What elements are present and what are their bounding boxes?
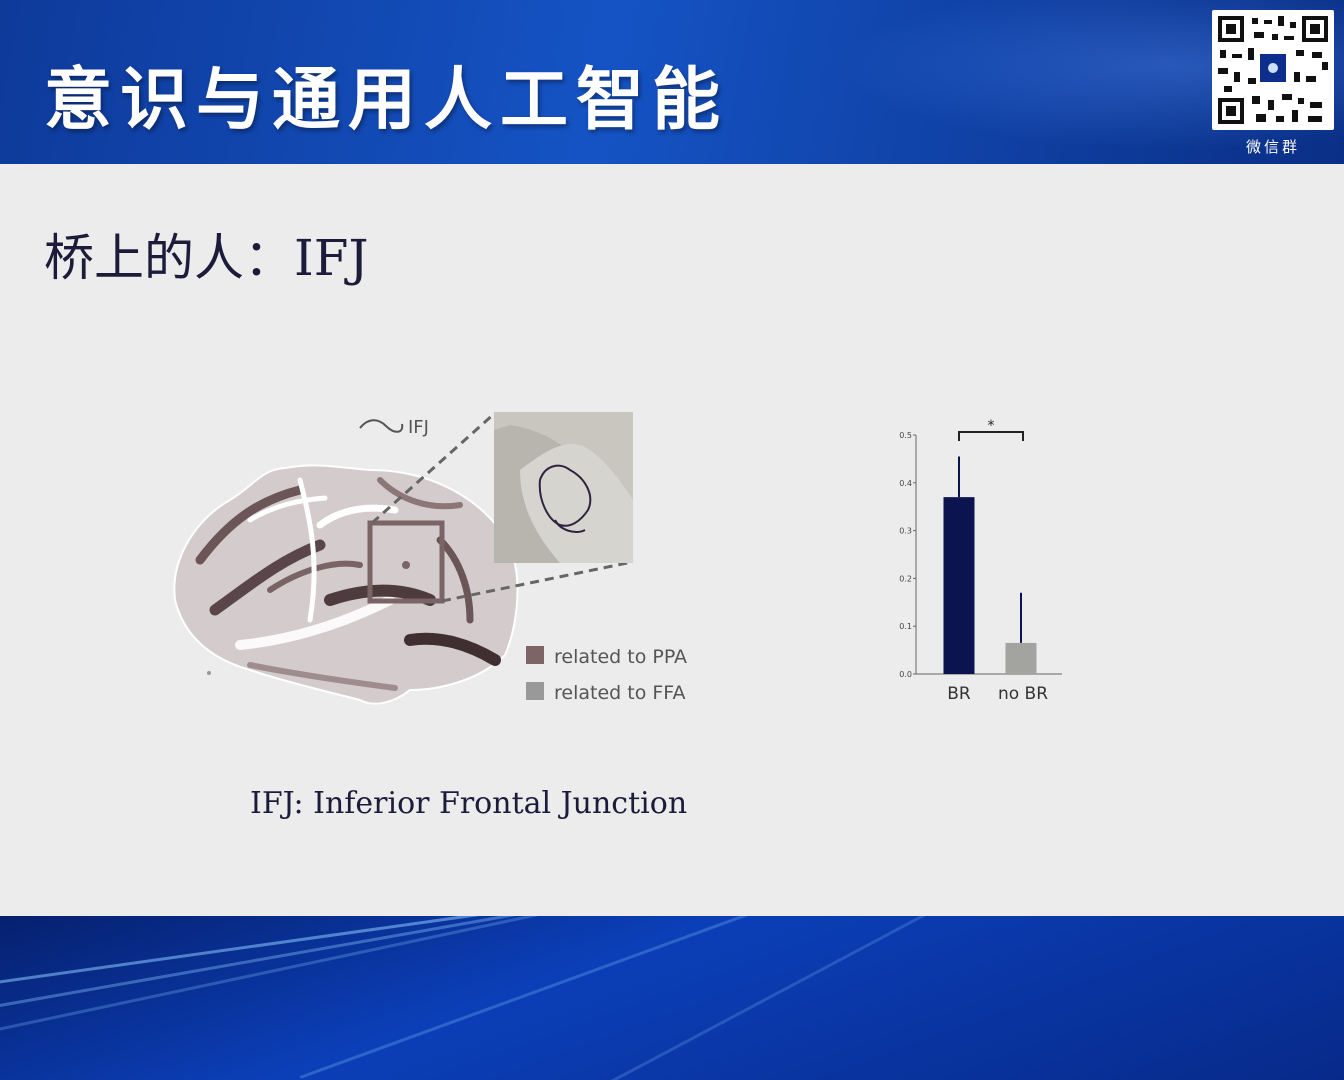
significance-star: *	[988, 418, 995, 434]
y-tick-label: 0.4	[899, 479, 912, 488]
y-tick-label: 0.5	[899, 431, 912, 440]
slide-subtitle: 桥上的人：IFJ	[44, 229, 369, 287]
y-tick-label: 0.1	[899, 622, 912, 631]
legend-label-ffa: related to FFA	[554, 682, 685, 704]
legend-swatch-ffa	[526, 682, 544, 700]
bar-chart: 0.0 0.1 0.2 0.3 0.4 0.5 BR no BR *	[899, 418, 1062, 704]
y-tick-label: 0.3	[899, 527, 912, 536]
y-tick-label: 0.2	[899, 574, 912, 583]
bar-br	[943, 497, 975, 674]
slide-title: 意识与通用人工智能	[44, 61, 729, 140]
bar-no-br	[1005, 642, 1037, 674]
brain-illustration: IFJ	[173, 411, 633, 705]
x-category-label: no BR	[998, 684, 1048, 704]
legend-label-ppa: related to PPA	[554, 646, 687, 668]
x-category-label: BR	[947, 684, 971, 704]
figure-caption: IFJ: Inferior Frontal Junction	[250, 786, 688, 821]
ifj-label: IFJ	[408, 417, 429, 438]
zoom-inset	[494, 412, 633, 563]
significance-bracket	[958, 431, 1024, 441]
y-tick-label: 0.0	[899, 670, 912, 679]
legend-swatch-ppa	[526, 646, 544, 664]
qr-caption: 微信群	[1245, 138, 1300, 156]
qr-code	[1212, 10, 1334, 130]
legend: related to PPA related to FFA	[526, 646, 687, 704]
footer-banner	[0, 916, 1344, 1080]
